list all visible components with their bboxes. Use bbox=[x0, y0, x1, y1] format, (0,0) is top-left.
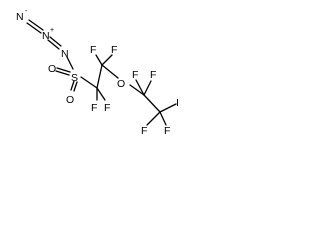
atom-n2: N bbox=[42, 30, 50, 42]
atom-labels: N - N + N S O O F F F F O F F I F F bbox=[16, 8, 179, 137]
bond-o-c3 bbox=[129, 84, 145, 96]
atom-f-c2-upper-left: F bbox=[90, 44, 96, 56]
atom-n3: N bbox=[61, 48, 69, 60]
bond-s-o1-b bbox=[55, 70, 70, 76]
bond-c4-i bbox=[159, 103, 177, 113]
atom-i: I bbox=[176, 97, 179, 109]
atom-n2-charge: + bbox=[50, 27, 54, 34]
bond-c4-f-lower-right bbox=[159, 111, 167, 126]
bond-n1-n2-a bbox=[28, 19, 44, 31]
bond-c1-f-right bbox=[96, 87, 106, 101]
bond-c3-f-upper-right bbox=[143, 80, 152, 96]
chemical-structure: N - N + N S O O F F F F O F F I F F bbox=[16, 8, 179, 137]
bonds bbox=[26, 19, 177, 126]
bond-n3-s bbox=[66, 56, 74, 70]
atom-f-c1-lower: F bbox=[91, 102, 97, 114]
atom-f-c3-upper-right: F bbox=[150, 69, 156, 81]
atom-n1-charge: - bbox=[25, 8, 28, 15]
atom-f-c1-upper: F bbox=[104, 102, 110, 114]
atom-f-c2-upper-right: F bbox=[111, 44, 117, 56]
bond-c3-f-upper-left bbox=[135, 79, 145, 96]
atom-o-sulfonyl-2: O bbox=[66, 94, 74, 106]
atom-f-c3-upper-left: F bbox=[132, 69, 138, 81]
bond-c2-o bbox=[101, 64, 119, 79]
bond-n1-n2-b bbox=[26, 22, 42, 34]
atom-f-c4-lower-right: F bbox=[164, 125, 170, 137]
bond-s-o2-b bbox=[73, 81, 78, 92]
bond-c1-c2 bbox=[96, 64, 103, 89]
atom-n1: N bbox=[16, 11, 24, 23]
bond-n2-n3-b bbox=[47, 39, 60, 50]
bond-s-c1 bbox=[80, 76, 98, 89]
bond-s-o1-a bbox=[56, 67, 71, 73]
atom-o-sulfonyl-1: O bbox=[48, 63, 56, 75]
bond-n2-n3-a bbox=[49, 36, 62, 47]
bond-c2-f-upper-right bbox=[101, 54, 113, 66]
bond-c3-c4 bbox=[143, 94, 161, 113]
atom-s: S bbox=[71, 72, 78, 84]
bond-c4-f-lower-left bbox=[146, 111, 161, 126]
bond-s-o2-a bbox=[70, 80, 75, 91]
atom-f-c4-lower-left: F bbox=[141, 125, 147, 137]
bond-c2-f-upper-left bbox=[95, 54, 103, 66]
atom-o-ether: O bbox=[117, 78, 125, 90]
